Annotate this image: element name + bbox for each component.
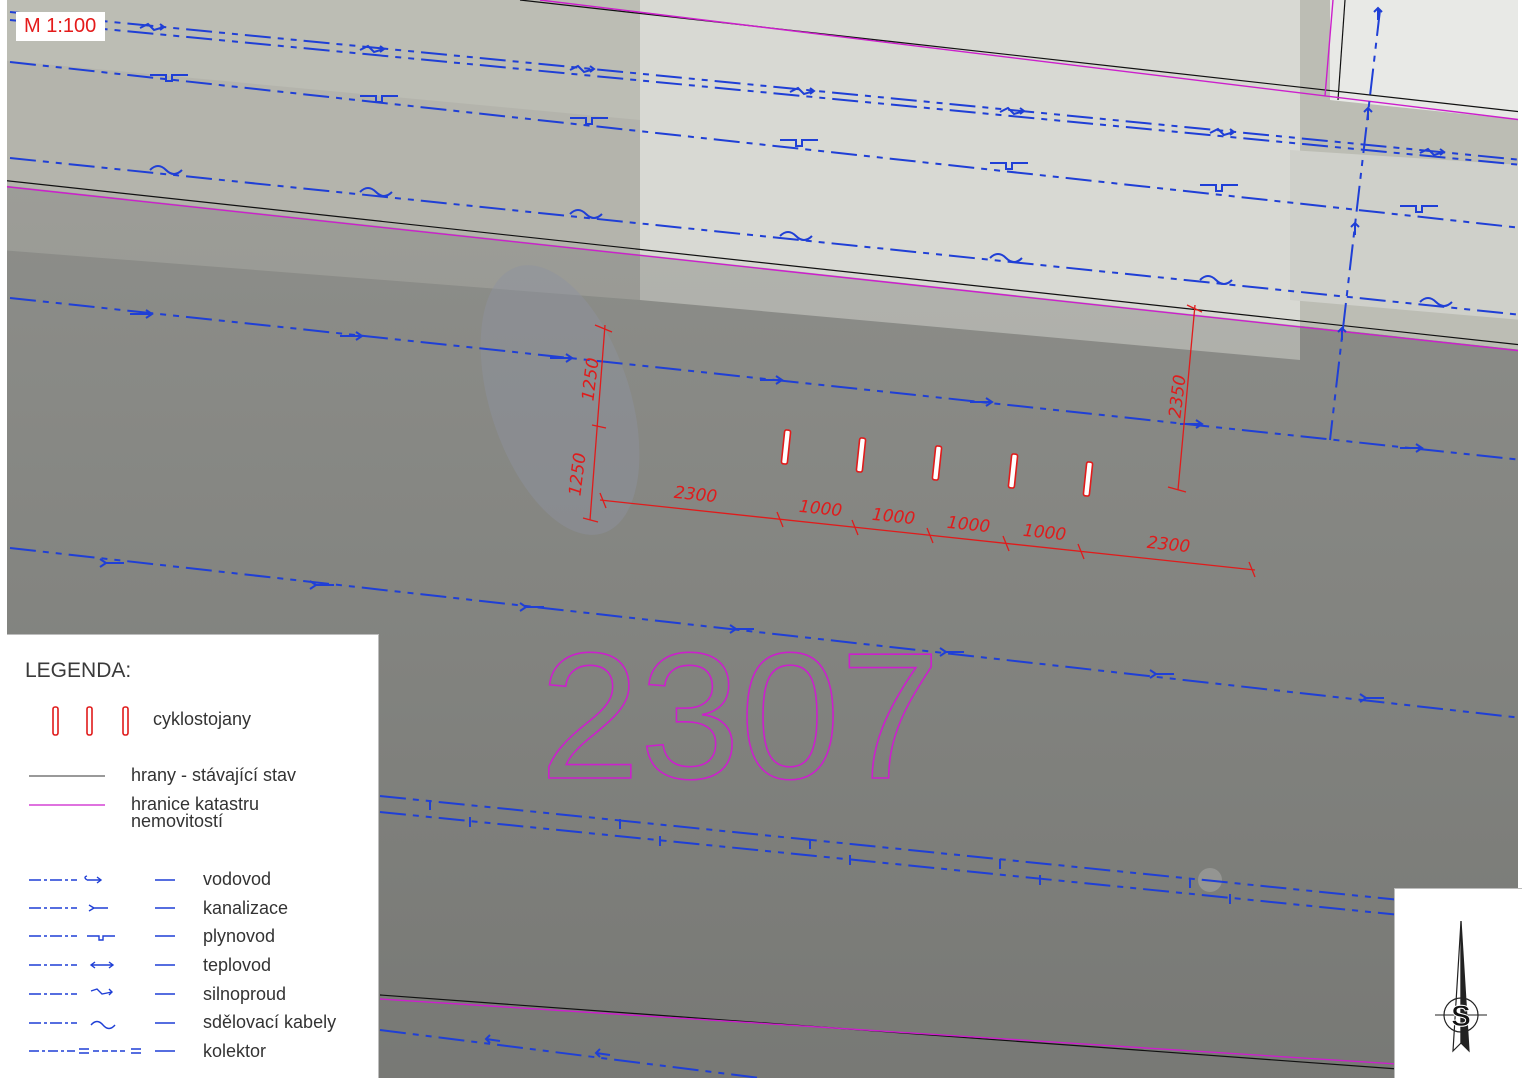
parcel-number: 2307 — [540, 616, 940, 817]
scale-label: M 1:100 — [16, 12, 106, 41]
telecom-line-icon — [29, 1020, 175, 1030]
bike-stand-icon — [52, 706, 129, 736]
water-line-2 — [379, 1029, 761, 1078]
water-line-icon — [29, 875, 175, 884]
dimension-horizontal-3: 1000 — [871, 505, 916, 529]
dimension-horizontal-2: 1000 — [798, 497, 843, 521]
legend-item-existing-edges: hrany - stávající stav — [131, 765, 297, 785]
dimension-horizontal-4: 1000 — [946, 513, 991, 537]
sewer-line-icon — [29, 904, 175, 912]
water-line — [9, 297, 1522, 461]
legend-item-telecom: sdělovací kabely — [203, 1012, 337, 1032]
telecom-line — [9, 157, 1522, 316]
building-roof — [640, 0, 1300, 360]
legend-symbols — [29, 706, 175, 1054]
frame-left — [0, 0, 7, 1078]
north-arrow-panel: S — [1394, 888, 1522, 1078]
bike-stand-icon — [1007, 453, 1019, 489]
sewer-line — [9, 547, 1522, 719]
utility-symbols — [99, 6, 1453, 1058]
legend-item-power: silnoproud — [203, 984, 287, 1004]
building-roof-2 — [1330, 0, 1522, 120]
frame-right — [1518, 0, 1522, 1078]
legend-item-bike-stands: cyklostojany — [153, 709, 252, 729]
utility-lines — [9, 9, 1522, 1078]
legend-item-gas: plynovod — [203, 926, 276, 946]
vertical-connection — [1329, 9, 1381, 441]
power-line-icon — [29, 988, 175, 996]
bike-stands — [780, 429, 1094, 497]
collector-line-icon — [29, 1048, 175, 1054]
north-arrow-icon: S — [1435, 920, 1487, 1053]
legend-item-heat: teplovod — [203, 955, 272, 975]
bike-stand-icon — [855, 437, 867, 473]
heat-line-icon — [29, 961, 175, 969]
legend-item-sewer: kanalizace — [203, 898, 289, 918]
gas-line — [9, 61, 1522, 229]
north-arrow-label: S — [1451, 1000, 1471, 1033]
dimension-horizontal-6: 2300 — [1146, 533, 1191, 557]
legend-item-collector: kolektor — [203, 1041, 267, 1061]
bike-stand-icon — [1082, 461, 1094, 497]
dimension-horizontal-5: 1000 — [1022, 521, 1067, 545]
bike-stand-icon — [780, 429, 792, 465]
dimension-lines — [582, 304, 1256, 578]
legend-panel: LEGENDA: — [7, 634, 379, 1078]
legend-item-water: vodovod — [203, 869, 272, 889]
tree-shadow — [480, 265, 640, 535]
legend-title: LEGENDA: — [25, 659, 132, 682]
bike-stand-icon — [931, 445, 943, 481]
dimension-labels: 1250 1250 2350 2300 1000 1000 1000 1000 … — [565, 357, 1191, 558]
legend-item-cadastre: hranice katastru nemovitostí — [131, 794, 260, 831]
gas-line-icon — [29, 935, 175, 941]
power-line-1 — [9, 11, 1522, 161]
power-line-2 — [9, 19, 1522, 166]
dimension-horizontal-1: 2300 — [673, 483, 718, 507]
